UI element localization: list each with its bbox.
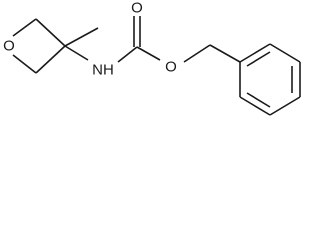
benzene-ring (239, 43, 301, 116)
bond-ring-quaternary-bottom (35, 45, 66, 74)
benzene-bond-1 (239, 43, 271, 63)
benzene-bond-4 (269, 96, 301, 116)
ring-oxygen-label: O (3, 38, 15, 55)
chemical-structure: O NH O O (3, 0, 301, 116)
carbonyl-oxygen-label: O (131, 0, 143, 17)
benzene-inner-bond-3 (246, 92, 271, 108)
oxetane-ring (12, 18, 66, 74)
bond-ring-top-quaternary (35, 18, 66, 47)
bond-quaternary-nh (64, 45, 89, 61)
bond-ring-o-top (12, 18, 37, 37)
ester-oxygen-label: O (165, 59, 177, 76)
bond-ester-o-ch2 (183, 44, 211, 63)
benzene-bond-5 (239, 96, 271, 116)
bond-ch2-ring (209, 44, 241, 63)
benzene-inner-bond-1 (246, 51, 271, 67)
bond-nh-carbonyl (117, 46, 138, 63)
benzene-bond-2 (269, 43, 301, 63)
bond-carbonyl-ester-o (136, 46, 161, 61)
amine-nitrogen-label: NH (92, 62, 114, 79)
bond-methyl (64, 27, 99, 47)
bond-ring-bottom-o (12, 54, 37, 74)
